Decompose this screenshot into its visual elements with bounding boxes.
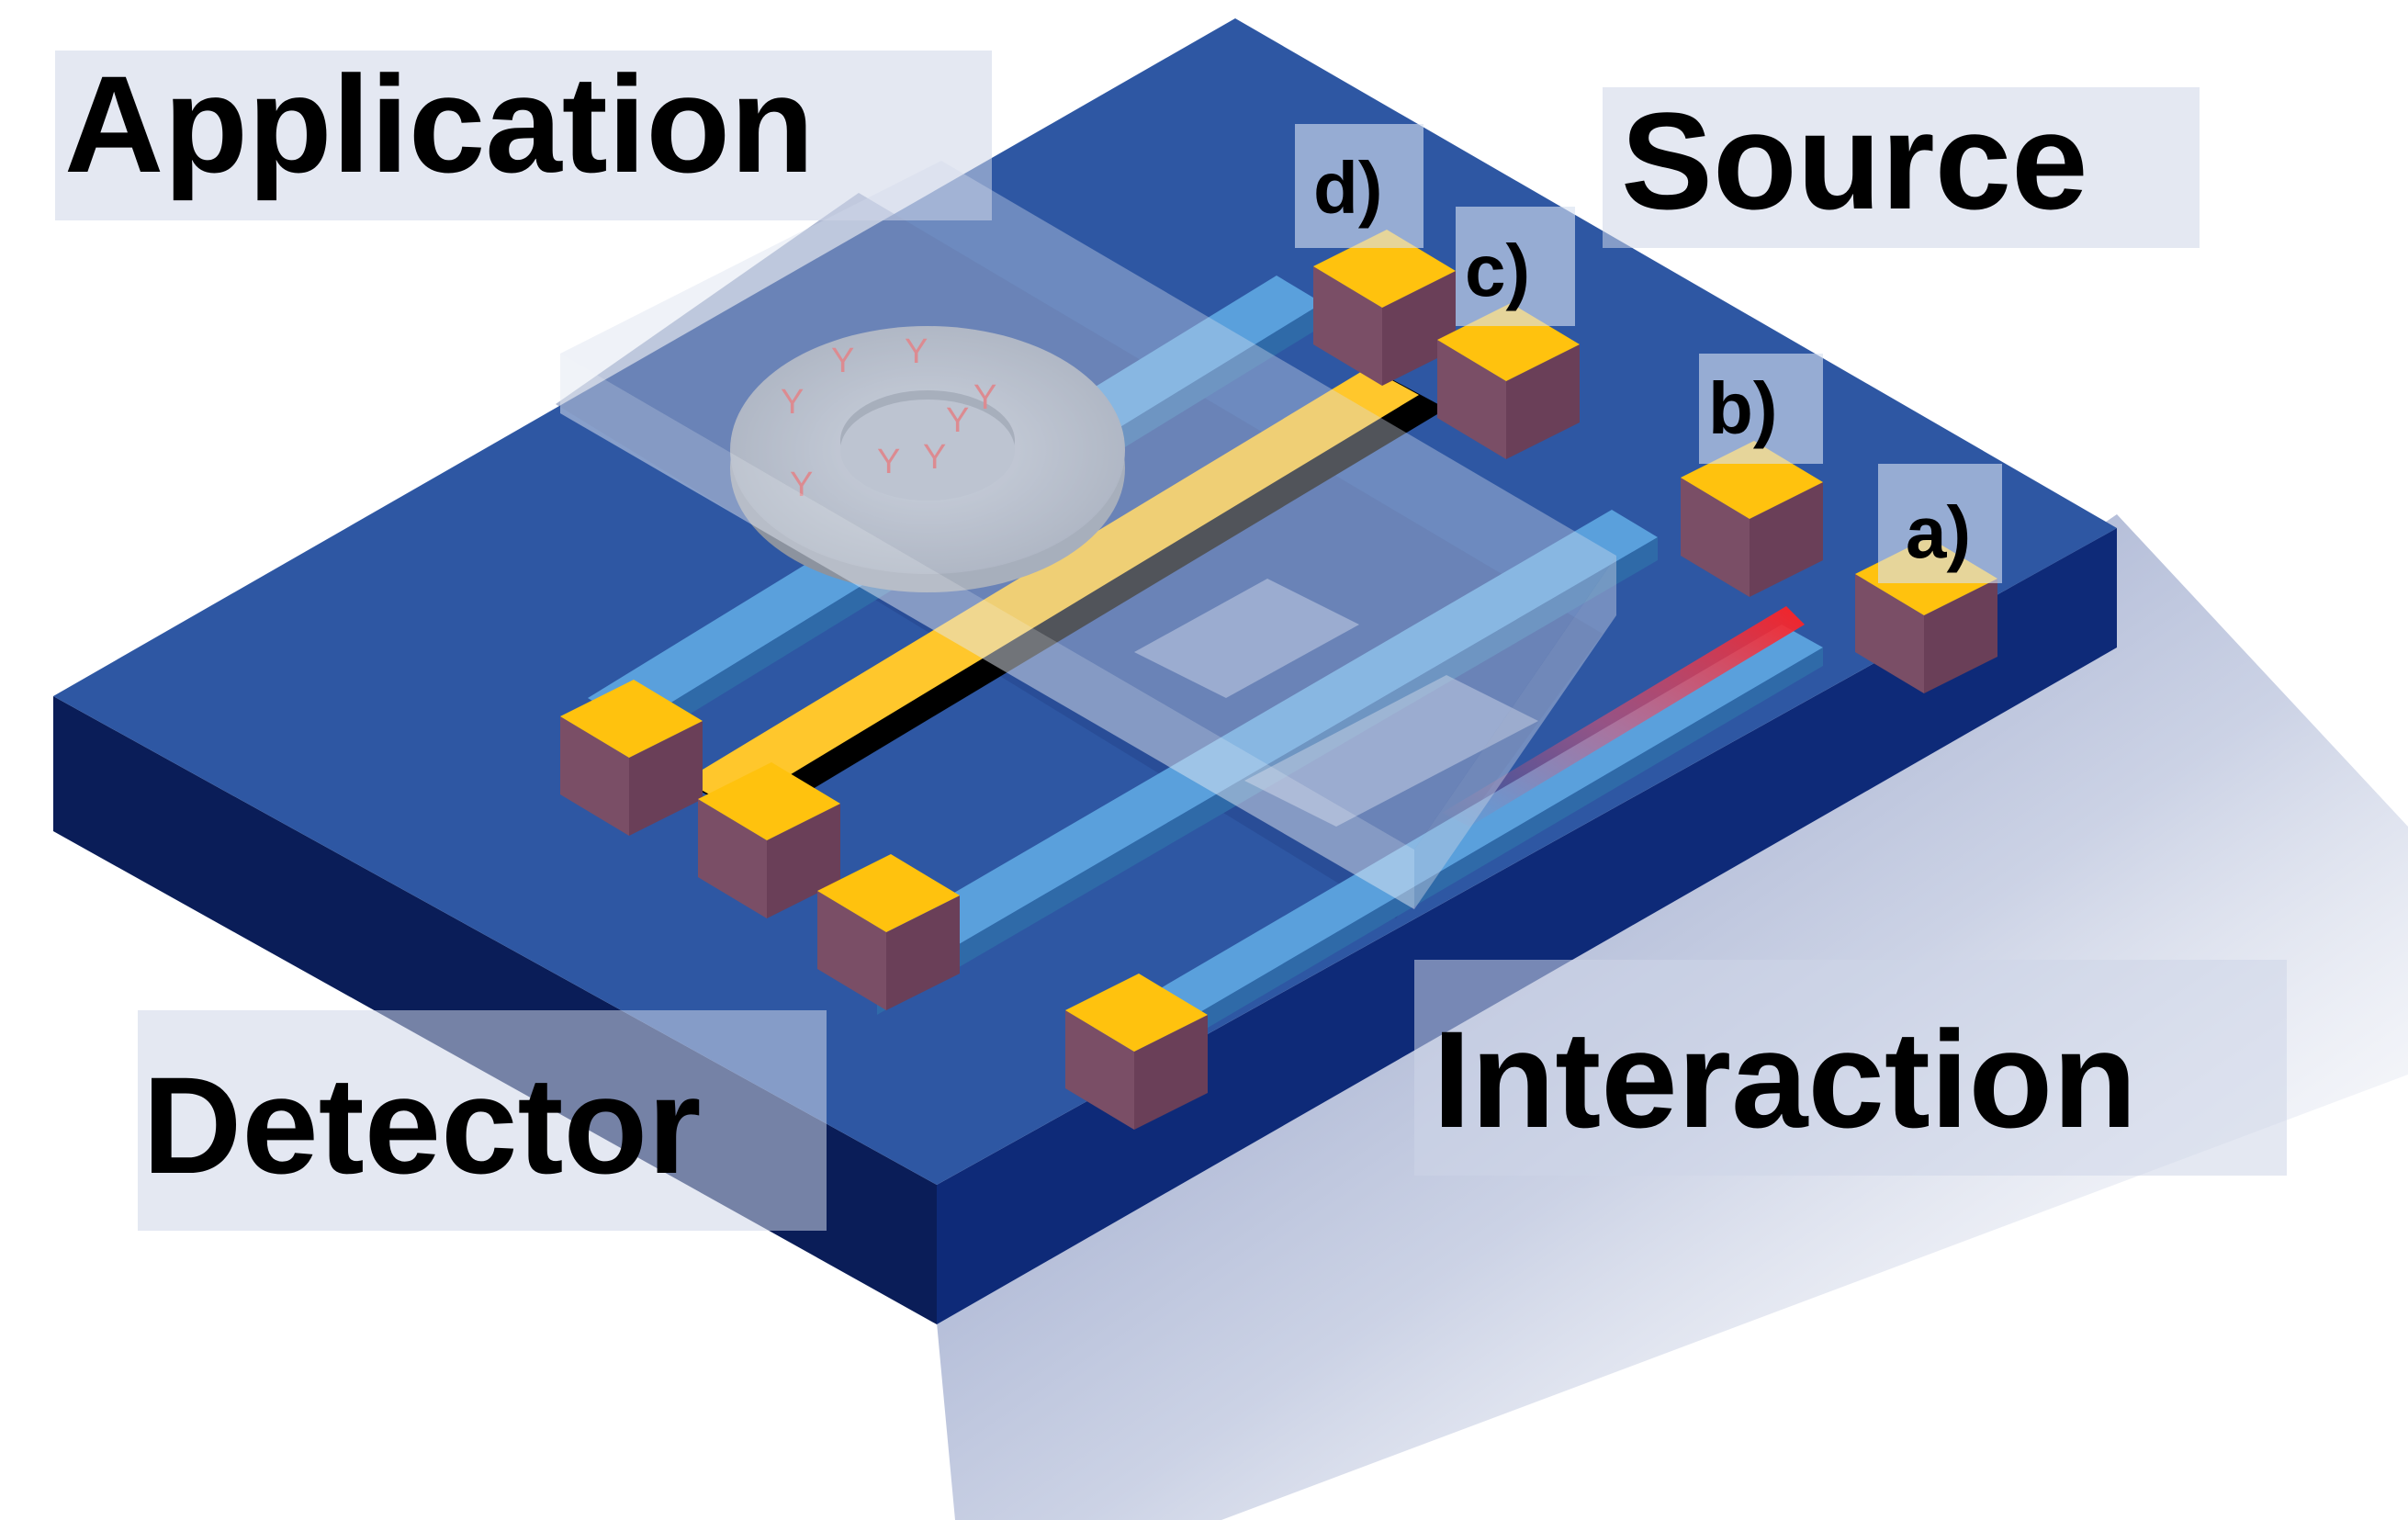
tag-a: a): [1906, 491, 1972, 573]
receptor-4: Y: [973, 378, 996, 417]
source-label-box: [1603, 87, 2200, 248]
waveguide-b: [831, 510, 1658, 992]
tag-c-box: [1456, 207, 1575, 326]
receptor-5: Y: [946, 401, 969, 440]
tag-d: d): [1313, 147, 1383, 229]
pad-b-bottom: [817, 854, 960, 1010]
tag-b: b): [1708, 367, 1778, 449]
tag-c: c): [1465, 230, 1531, 311]
detector-label: Detector: [142, 1048, 702, 1202]
source-label: Source: [1621, 84, 2088, 238]
receptor-7: Y: [877, 443, 900, 481]
waveguide-a: [1084, 625, 1823, 1056]
interaction-label-box: [1414, 960, 2287, 1176]
application-label: Application: [64, 47, 815, 201]
tag-a-box: [1878, 464, 2002, 583]
receptor-1: Y: [781, 383, 804, 422]
pad-a-bottom: [1065, 974, 1208, 1130]
application-label-box: [55, 51, 992, 220]
light-signal: [1442, 606, 1805, 827]
application-layer-edge: [560, 354, 1414, 909]
interaction-label: Interaction: [1433, 1002, 2137, 1156]
tag-b-box: [1699, 354, 1823, 464]
receptor-6: Y: [923, 438, 946, 477]
sensing-window: [1134, 579, 1359, 698]
tag-d-box: [1295, 124, 1423, 248]
pad-c-bottom: [698, 762, 840, 918]
substrate-front-face: [937, 528, 2117, 1324]
application-layer: [560, 161, 1616, 850]
pad-d-bottom: [560, 680, 703, 836]
detector-label-box: [138, 1010, 827, 1231]
receptor-2: Y: [831, 342, 854, 380]
receptor-3: Y: [905, 332, 928, 371]
